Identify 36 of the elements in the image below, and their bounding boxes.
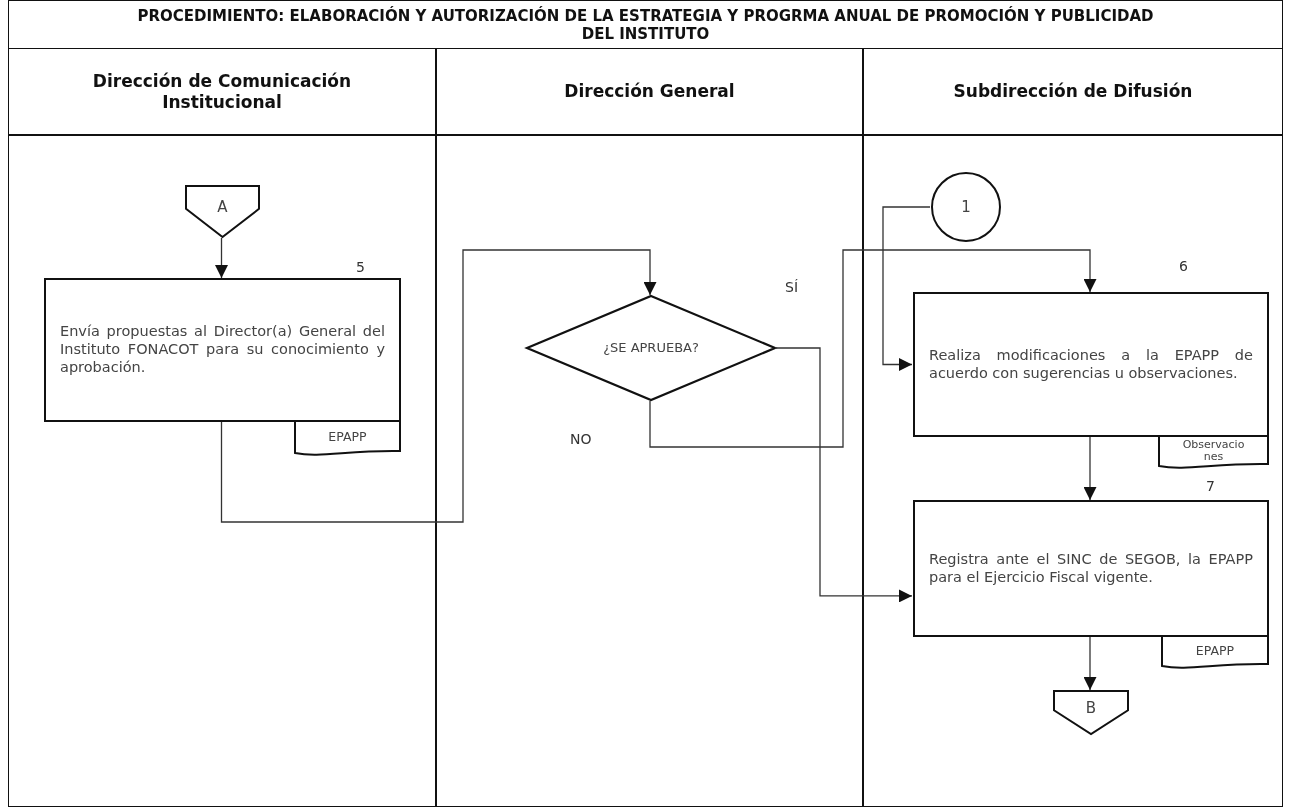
node-text: Envía propuestas al Director(a) General del Instituto FONACOT para su conocimiento y aprobación. bbox=[60, 323, 385, 377]
node-text: Realiza modificaciones a la EPAPP de acuerdo con sugerencias u observaciones. bbox=[929, 346, 1253, 383]
document-shape bbox=[1161, 637, 1269, 669]
arrow bbox=[1083, 436, 1097, 501]
edge-label: NO bbox=[568, 431, 594, 447]
swimlane bbox=[436, 49, 863, 807]
node-text: Registra ante el SINC de SEGOB, la EPAPP para el Ejercicio Fiscal vigente. bbox=[929, 550, 1253, 587]
node-text: Observaciones bbox=[1181, 439, 1246, 463]
off-page-connector bbox=[185, 185, 260, 238]
arrow bbox=[649, 249, 1097, 448]
node-text: EPAPP bbox=[327, 430, 368, 444]
arrow bbox=[215, 237, 228, 279]
off-page-connector bbox=[1053, 690, 1129, 735]
lane-header: Dirección de Comunicación Institucional bbox=[91, 70, 353, 114]
swimlane bbox=[863, 49, 1283, 807]
title: PROCEDIMIENTO: ELABORACIÓN Y AUTORIZACIÓN DE LA ESTRATEGIA Y PROGRMA ANUAL DE PROMOCIÓN Y PUBLICIDAD DEL INSTITUTO bbox=[8, 0, 1283, 49]
document-shape bbox=[294, 422, 401, 456]
arrow bbox=[774, 347, 913, 603]
lane-header: Subdirección de Difusión bbox=[952, 80, 1194, 104]
step-number: 6 bbox=[1179, 258, 1188, 274]
arrow bbox=[882, 206, 931, 371]
arrow bbox=[220, 249, 657, 523]
swimlane bbox=[8, 49, 436, 807]
connector-circle bbox=[931, 172, 1001, 242]
node-text: A bbox=[216, 198, 229, 217]
node-text: 1 bbox=[960, 197, 972, 217]
node-text: EPAPP bbox=[1194, 644, 1236, 658]
lane-header: Dirección General bbox=[563, 80, 736, 104]
step-number: 5 bbox=[356, 259, 365, 275]
step-number: 7 bbox=[1206, 478, 1215, 494]
document-shape bbox=[1158, 437, 1269, 469]
decision-diamond bbox=[526, 295, 776, 401]
node-text: ¿SE APRUEBA? bbox=[602, 339, 700, 357]
edge-label: SÍ bbox=[783, 279, 800, 295]
node-text: B bbox=[1084, 699, 1098, 718]
arrow bbox=[1083, 636, 1097, 691]
